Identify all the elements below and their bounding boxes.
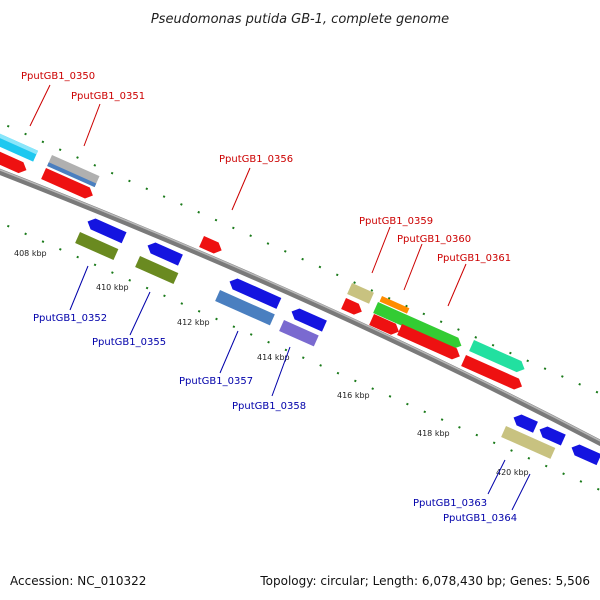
gene-0356-feature[interactable] <box>199 236 224 256</box>
blue-gene-b[interactable] <box>145 240 183 266</box>
gene-0352-feature[interactable] <box>75 232 119 261</box>
bottom-gene-labels: PputGB1_0352 PputGB1_0355 PputGB1_0357 P… <box>33 265 531 524</box>
red-gene-a[interactable] <box>0 150 29 176</box>
gene-label-0352[interactable]: PputGB1_0352 <box>33 313 107 324</box>
tick-label: 416 kbp <box>337 391 370 400</box>
red-gene-b[interactable] <box>41 168 95 201</box>
genome-backbone-highlight <box>0 169 600 442</box>
red-gene-e[interactable] <box>397 324 462 362</box>
topology-text: Topology: circular; Length: 6,078,430 bp… <box>260 574 590 588</box>
gene-label-0360[interactable]: PputGB1_0360 <box>397 234 471 245</box>
blue-gene-d[interactable] <box>289 306 327 332</box>
teal-gene[interactable] <box>469 340 527 375</box>
gene-0360-feature[interactable] <box>379 296 410 314</box>
gene-label-0359[interactable]: PputGB1_0359 <box>359 216 433 227</box>
tick-labels: 408 kbp 410 kbp 412 kbp 414 kbp 416 kbp … <box>14 249 529 477</box>
bottom-strand-genes <box>75 216 600 466</box>
tick-label: 408 kbp <box>14 249 47 258</box>
tick-label: 412 kbp <box>177 318 210 327</box>
red-gene-f[interactable] <box>461 355 524 392</box>
tick-label: 420 kbp <box>496 468 529 477</box>
top-gene-labels: PputGB1_0350 PputGB1_0351 PputGB1_0356 P… <box>21 71 511 307</box>
gene-0351-feature[interactable] <box>47 155 100 188</box>
gene-label-0363[interactable]: PputGB1_0363 <box>413 498 487 509</box>
tick-label: 410 kbp <box>96 283 129 292</box>
blue-gene-e[interactable] <box>511 412 538 433</box>
gene-0355-feature[interactable] <box>135 256 179 285</box>
red-gene-c[interactable] <box>341 298 364 317</box>
gene-label-0350[interactable]: PputGB1_0350 <box>21 71 95 82</box>
blue-gene-g[interactable] <box>569 442 600 466</box>
gene-0361-feature[interactable] <box>373 302 464 351</box>
tick-label: 414 kbp <box>257 353 290 362</box>
red-gene-d[interactable] <box>369 314 401 337</box>
genome-backbone <box>0 168 600 447</box>
gene-label-0358[interactable]: PputGB1_0358 <box>232 401 306 412</box>
top-strand-genes <box>0 132 527 392</box>
gene-label-0351[interactable]: PputGB1_0351 <box>71 91 145 102</box>
gene-0358-feature[interactable] <box>279 320 319 347</box>
gene-0350-feature[interactable] <box>0 132 39 162</box>
gene-0359-feature[interactable] <box>347 283 374 304</box>
gene-0363-feature[interactable] <box>501 426 556 459</box>
gene-label-0355[interactable]: PputGB1_0355 <box>92 337 166 348</box>
gene-label-0364[interactable]: PputGB1_0364 <box>443 513 517 524</box>
gene-label-0357[interactable]: PputGB1_0357 <box>179 376 253 387</box>
blue-gene-f[interactable] <box>537 424 566 446</box>
genome-title: Pseudomonas putida GB-1, complete genome <box>151 12 449 27</box>
blue-gene-c[interactable] <box>227 276 282 309</box>
accession-text: Accession: NC_010322 <box>10 574 147 588</box>
gene-label-0361[interactable]: PputGB1_0361 <box>437 253 511 264</box>
blue-gene-a[interactable] <box>85 216 127 244</box>
tick-label: 418 kbp <box>417 429 450 438</box>
gene-0357-feature[interactable] <box>215 290 275 326</box>
gene-label-0356[interactable]: PputGB1_0356 <box>219 154 293 165</box>
